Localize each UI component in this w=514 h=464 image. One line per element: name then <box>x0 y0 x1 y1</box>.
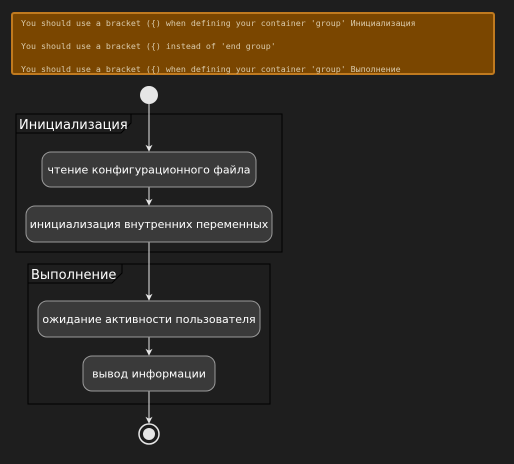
warning-line-1: You should use a bracket ({) when defini… <box>21 18 416 28</box>
activity-wait-user-label: ожидание активности пользователя <box>42 313 255 326</box>
group-exec-frame: Выполнение <box>27 263 271 405</box>
warning-line-2: You should use a bracket ({) instead of … <box>21 41 276 51</box>
activity-read-config: чтение конфигурационного файла <box>41 151 257 188</box>
activity-init-vars-label: инициализация внутренних переменных <box>30 218 269 231</box>
end-node <box>138 423 160 445</box>
activity-output-info-label: вывод информации <box>92 368 206 381</box>
group-exec-title: Выполнение <box>31 268 116 283</box>
activity-read-config-label: чтение конфигурационного файла <box>48 164 251 177</box>
activity-output-info: вывод информации <box>82 355 216 392</box>
activity-init-vars: инициализация внутренних переменных <box>25 205 273 243</box>
warning-line-3: You should use a bracket ({) when defini… <box>21 64 401 74</box>
group-init-title: Инициализация <box>19 118 128 133</box>
activity-wait-user: ожидание активности пользователя <box>37 300 261 338</box>
start-node <box>140 86 158 104</box>
warning-banner: You should use a bracket ({) when defini… <box>11 12 495 75</box>
